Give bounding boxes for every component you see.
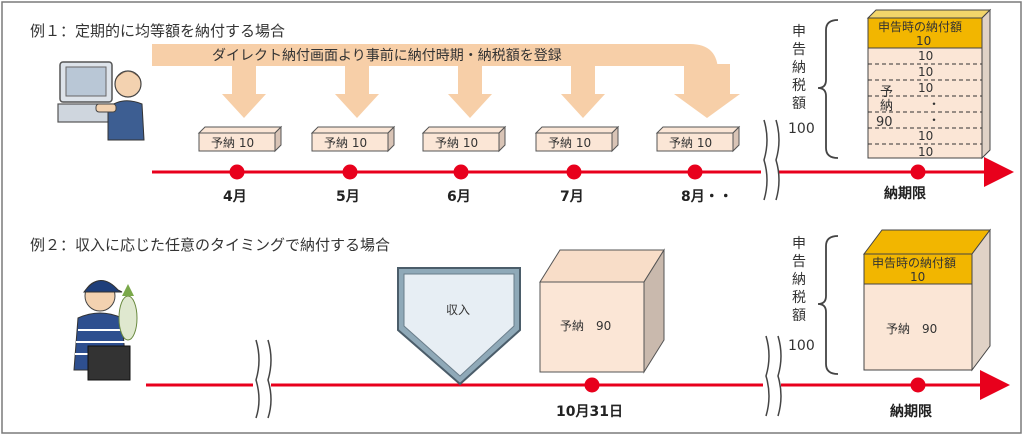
income-label: 収入 <box>446 303 470 317</box>
month-dot <box>453 164 469 180</box>
month-dot <box>342 164 358 180</box>
stack-side-label-2: 納 <box>880 99 893 114</box>
timeline-break-3 <box>763 334 782 418</box>
brace-1 <box>817 19 839 159</box>
month-label: 7月 <box>560 189 584 205</box>
prepayment-label: 予納 10 <box>211 136 254 150</box>
income-shape <box>397 267 521 386</box>
prepay-cube-label: 予納 90 <box>560 319 611 333</box>
timeline-break-2 <box>253 338 272 420</box>
prepayment-box: 予納 10 <box>534 125 620 153</box>
example2-title: 例２：収入に応じた任意のタイミングで納付する場合 <box>30 236 390 254</box>
stack-row-value: 10 <box>918 129 933 143</box>
timeline-break-1 <box>761 118 780 202</box>
declared-tax-text-2: 申告納税額 <box>792 236 806 324</box>
prepayment-box: 予納 10 <box>310 125 396 153</box>
stack-side-value: 90 <box>876 115 893 130</box>
declared-tax-text: 申告納税額 <box>792 24 806 112</box>
date-dot <box>584 377 600 393</box>
prepayment-label: 予納 10 <box>435 136 478 150</box>
deadline-2: 納期限 <box>890 403 932 420</box>
prepayment-label: 予納 10 <box>669 136 712 150</box>
month-dot <box>566 164 582 180</box>
stack-top-value: 10 <box>916 34 931 48</box>
stack-row-value: 10 <box>918 145 933 159</box>
date-label: 10月31日 <box>556 404 623 420</box>
month-label: 5月 <box>336 189 360 205</box>
month-label: 4月 <box>223 189 247 205</box>
brace-2 <box>817 235 839 375</box>
person-computer-icon <box>57 61 145 141</box>
prepayment-box: 予納 10 <box>197 125 283 153</box>
month-label: 6月 <box>447 189 471 205</box>
farmer-icon <box>73 280 138 381</box>
payment-stack <box>866 8 992 160</box>
prepayment-label: 予納 10 <box>548 136 591 150</box>
deadline-dot-2 <box>910 377 926 393</box>
month-dot <box>229 164 245 180</box>
block-top-label: 申告時の納付額 <box>872 256 956 270</box>
month-labels: 4月 5月 6月 7月 8月・・ <box>223 189 733 205</box>
stack-side-label-1: 予 <box>880 85 893 100</box>
prepayment-label: 予納 10 <box>324 136 367 150</box>
deadline-dot-1 <box>910 164 926 180</box>
stack-top-label: 申告時の納付額 <box>878 20 962 34</box>
stack-row-value: 10 <box>918 81 933 95</box>
stack-row-value: ・ <box>928 113 940 127</box>
block-body-label: 予納 90 <box>886 322 937 336</box>
block-top-value: 10 <box>910 270 925 284</box>
stack-row-value: 10 <box>918 65 933 79</box>
deadline-1: 納期限 <box>884 185 926 202</box>
example1-title: 例１：定期的に均等額を納付する場合 <box>30 22 285 40</box>
prepayment-box: 予納 10 <box>655 125 741 153</box>
prepayment-boxes: 予納 10 予納 10 予納 10 予納 10 予納 10 <box>197 125 741 153</box>
stack-row-value: ・ <box>928 97 940 111</box>
prepay-cube <box>539 248 665 374</box>
banner-text: ダイレクト納付画面より事前に納付時期・納税額を登録 <box>212 47 562 64</box>
stack-row-value: 10 <box>918 49 933 63</box>
declared-amount-1: 100 <box>788 121 815 137</box>
declared-amount-2: 100 <box>788 338 815 354</box>
month-label: 8月・・ <box>681 189 733 205</box>
declared-tax-label-1: 申告納税額 <box>792 24 806 112</box>
month-dot <box>687 164 703 180</box>
prepayment-box: 予納 10 <box>421 125 507 153</box>
registration-arrow <box>152 44 740 118</box>
timeline-1-dots <box>229 164 926 180</box>
final-block <box>863 228 991 372</box>
